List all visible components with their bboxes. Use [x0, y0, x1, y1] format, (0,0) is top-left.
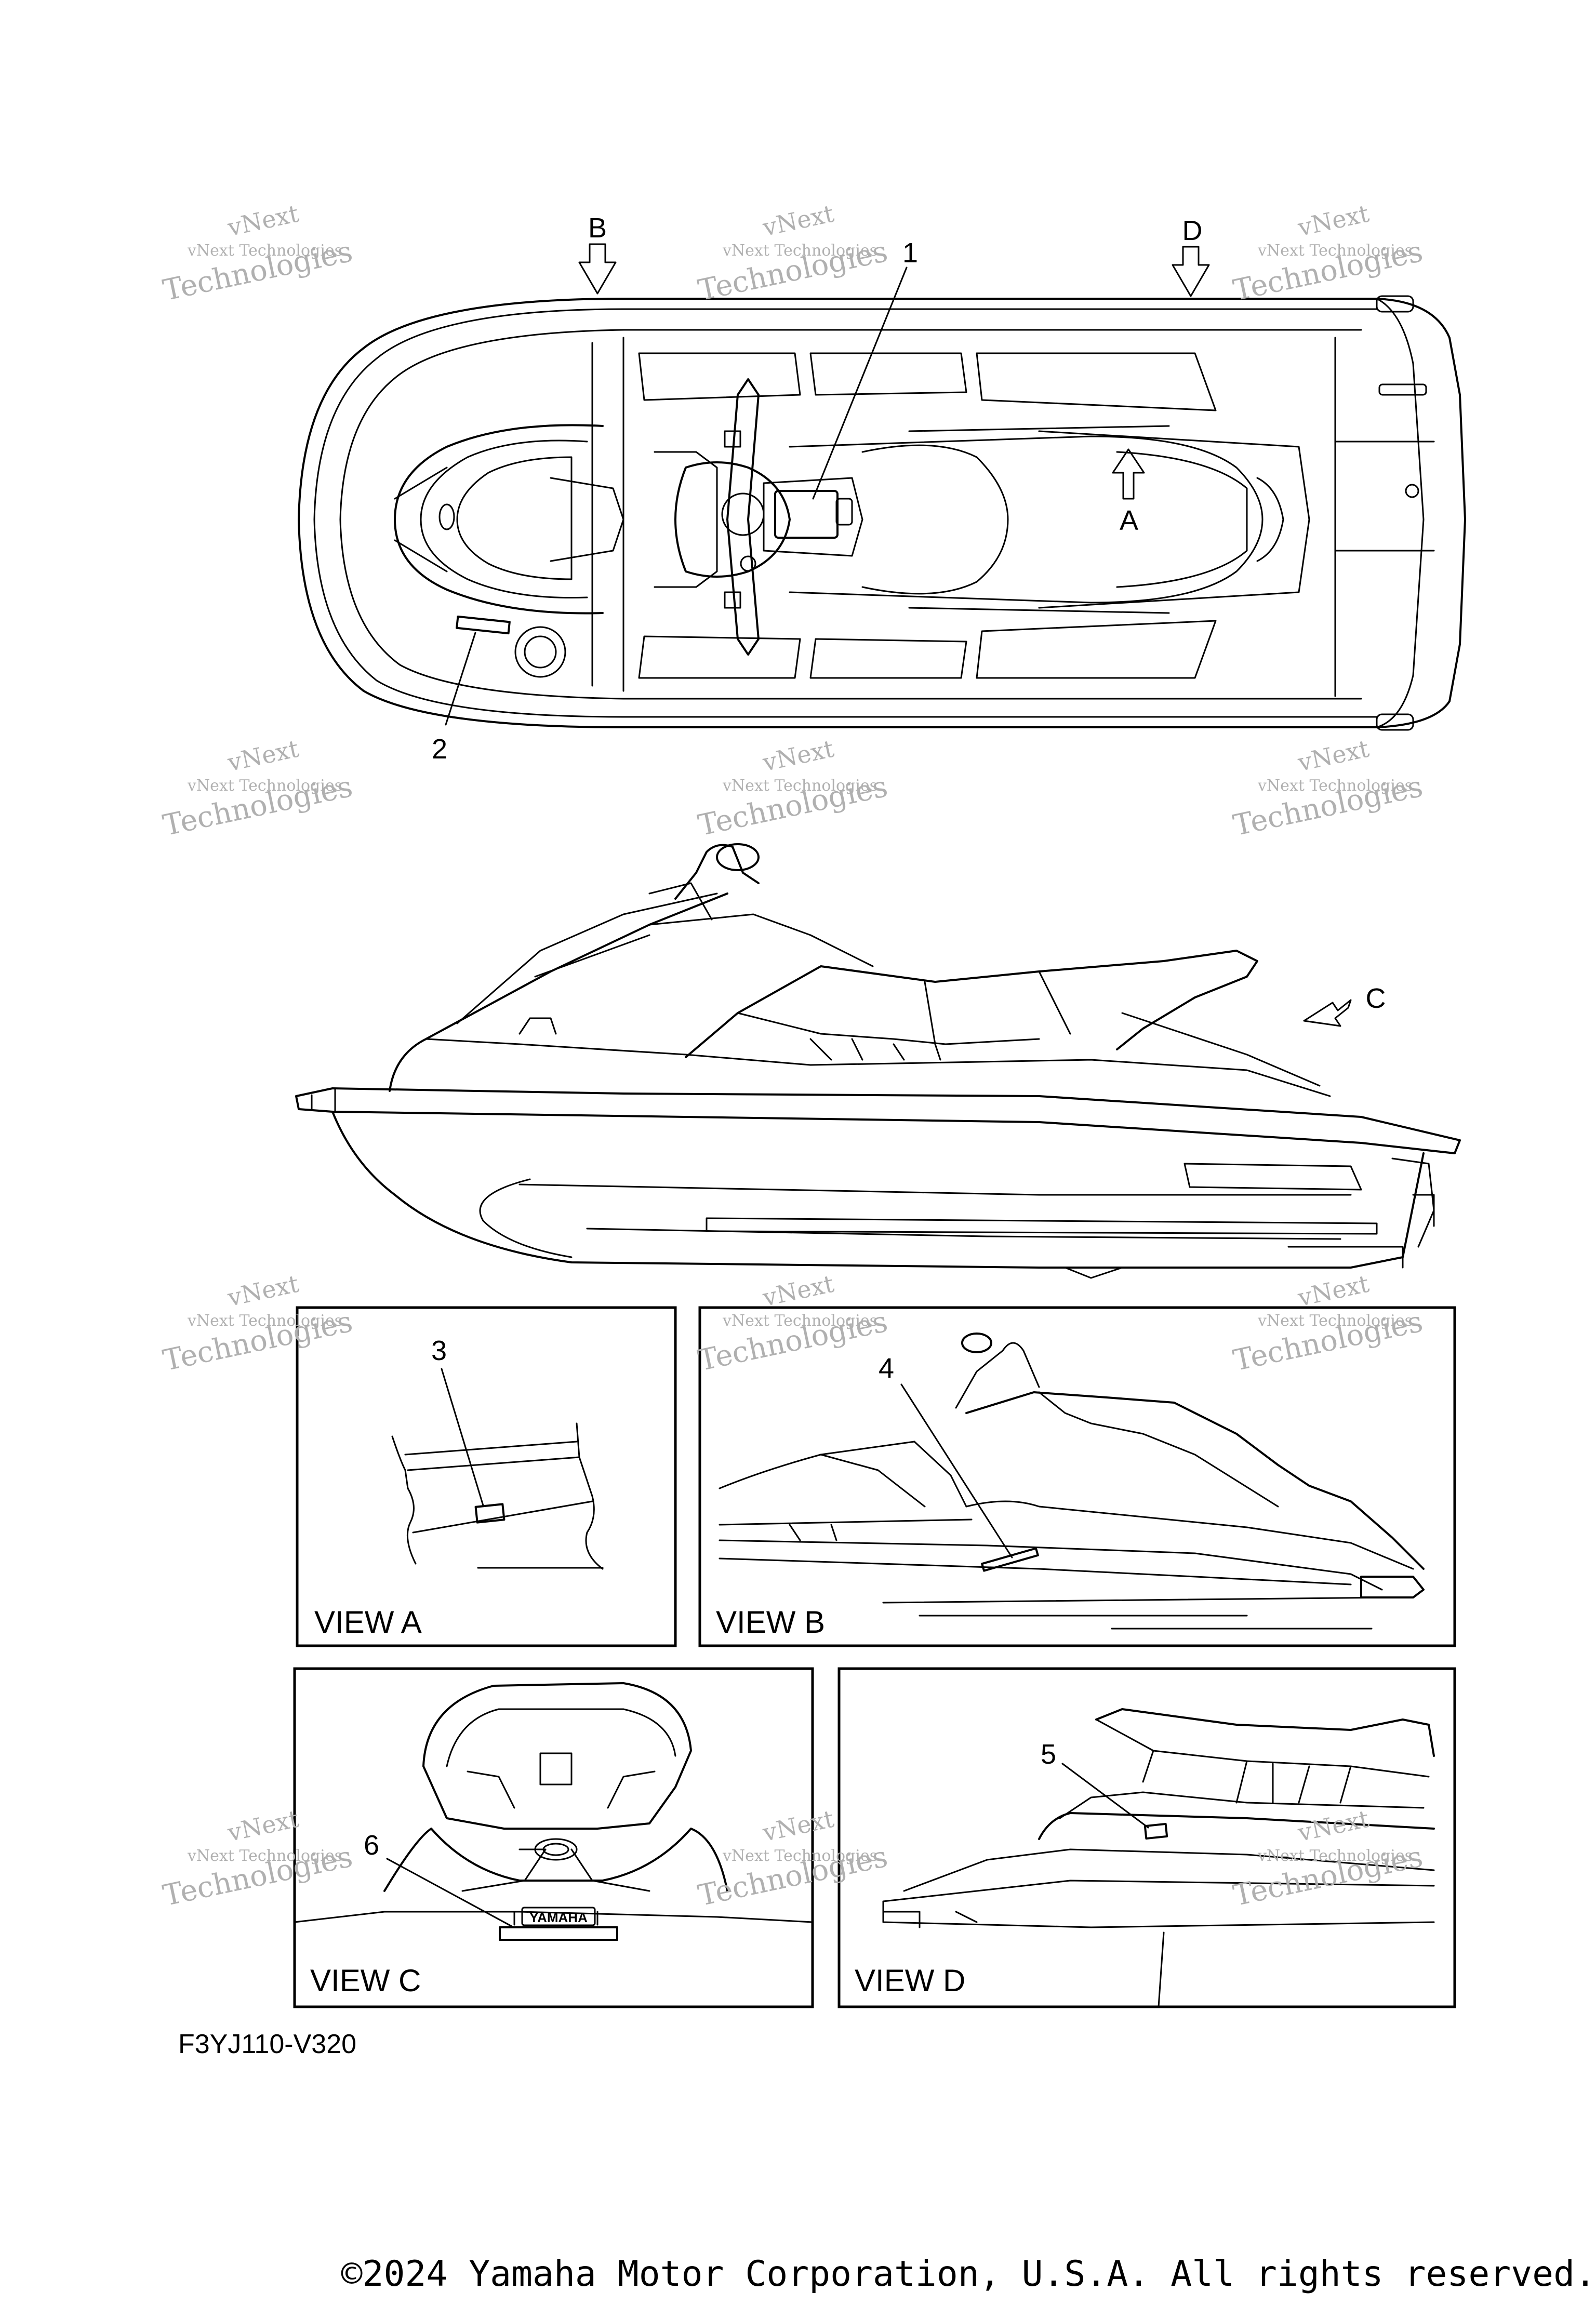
watermark-text: vNext Technologies	[722, 242, 877, 260]
watermark-text: vNext	[1295, 1804, 1372, 1847]
watermark-text: vNext	[225, 1804, 302, 1847]
view-c-panel	[293, 1667, 814, 2008]
top-view-watercraft	[298, 295, 1466, 731]
watermark-text: vNext Technologies	[722, 1847, 877, 1865]
view-b-panel	[698, 1306, 1456, 1647]
watermark-text: vNext Technologies	[722, 777, 877, 795]
view-arrow-label-c: C	[1366, 983, 1386, 1014]
callout-3: 3	[431, 1335, 447, 1366]
watermark-text: vNext	[760, 199, 837, 242]
view-arrow-label-b: B	[588, 212, 607, 244]
view-c-label: VIEW C	[310, 1963, 421, 1998]
watermark-text: vNext	[760, 734, 837, 777]
decal-5	[1143, 1822, 1168, 1840]
view-arrow-label-d: D	[1182, 215, 1203, 246]
watermark-text: vNext	[225, 1269, 302, 1312]
copyright-notice: ©2024 Yamaha Motor Corporation, U.S.A. A…	[341, 2254, 1596, 2295]
watermark-text: vNext	[225, 734, 302, 777]
watermark-text: vNext Technologies	[1257, 1312, 1413, 1330]
view-arrow-c	[1303, 999, 1352, 1027]
watermark-text: vNext Technologies	[187, 777, 342, 795]
decal-3	[474, 1503, 506, 1524]
stern-badge: YAMAHA	[529, 1910, 588, 1925]
watermark-text: vNext	[760, 1269, 837, 1312]
watermark-text: vNext Technologies	[1257, 242, 1413, 260]
watermark-text: vNext Technologies	[187, 242, 342, 260]
side-view-watercraft	[295, 843, 1461, 1279]
decal-6-plate	[499, 1926, 618, 1941]
watermark-text: vNext	[1295, 734, 1372, 777]
watermark-text: vNext	[1295, 199, 1372, 242]
watermark-text: vNext Technologies	[722, 1312, 877, 1330]
watermark-text: vNext Technologies	[1257, 777, 1413, 795]
watermark-text: vNext	[1295, 1269, 1372, 1312]
view-arrow-a	[1112, 448, 1145, 500]
decal-4	[981, 1547, 1039, 1572]
view-a-label: VIEW A	[314, 1605, 422, 1640]
figure-code: F3YJ110-V320	[178, 2029, 357, 2059]
view-arrow-label-a: A	[1120, 505, 1138, 536]
callout-5: 5	[1041, 1739, 1056, 1770]
view-d-panel	[837, 1667, 1456, 2008]
watermark-text: vNext Technologies	[187, 1312, 342, 1330]
watermark-text: vNext	[225, 199, 302, 242]
view-arrow-b	[578, 243, 617, 295]
watermark-text: vNext	[760, 1804, 837, 1847]
watermark-text: vNext Technologies	[187, 1847, 342, 1865]
watermark-text: vNext Technologies	[1257, 1847, 1413, 1865]
view-a-panel	[296, 1306, 677, 1647]
callout-2: 2	[432, 734, 447, 765]
view-b-label: VIEW B	[716, 1605, 825, 1640]
decal-2	[456, 615, 511, 635]
view-arrow-d	[1172, 246, 1210, 297]
callout-1: 1	[902, 237, 918, 269]
view-d-label: VIEW D	[855, 1963, 965, 1998]
callout-4: 4	[879, 1353, 894, 1384]
callout-6: 6	[364, 1830, 379, 1861]
